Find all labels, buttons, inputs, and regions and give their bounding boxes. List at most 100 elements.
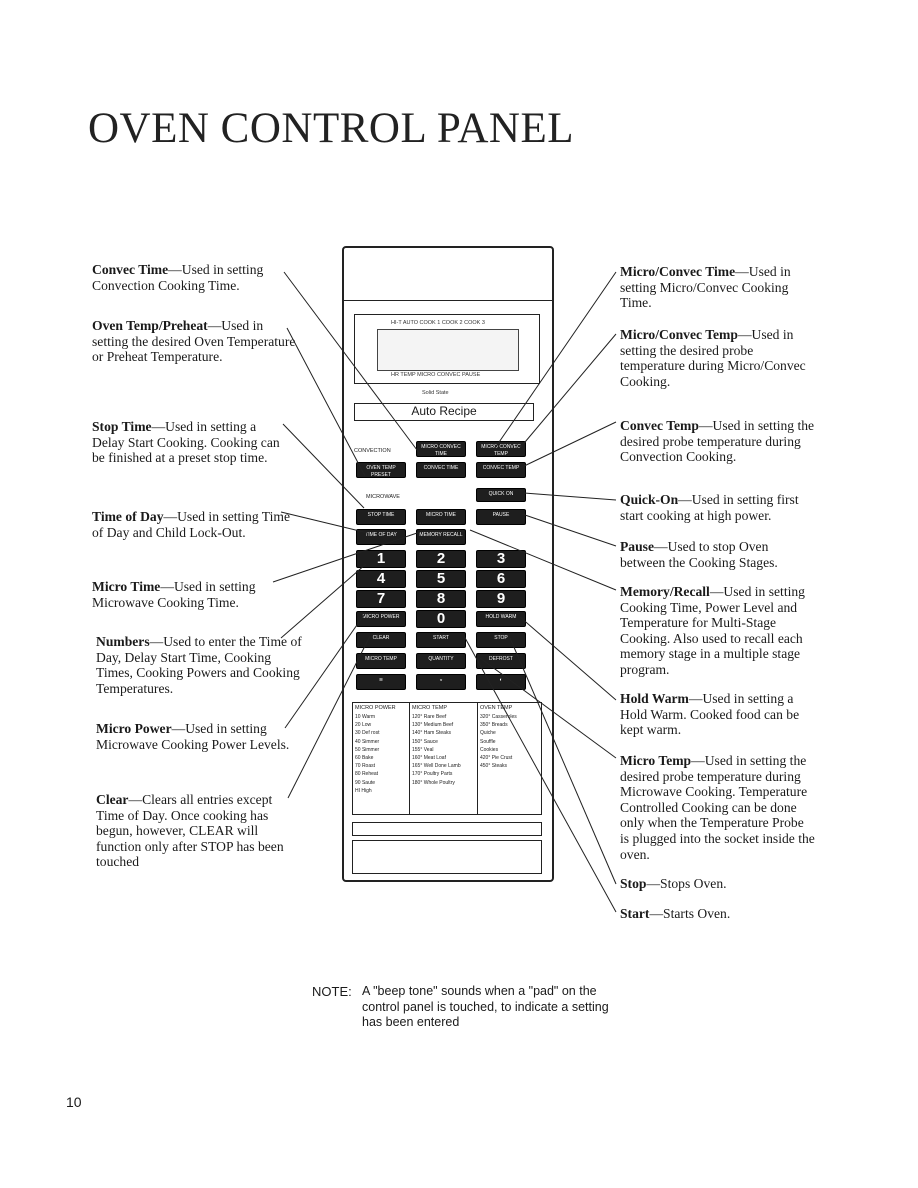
callout-term: Pause: [620, 539, 654, 554]
chart-row: 140° Ham Steaks: [412, 730, 451, 737]
number-key-9[interactable]: 9: [476, 590, 526, 608]
callout-convec-time: Convec Time—Used in setting Convection C…: [92, 262, 302, 293]
number-key-2[interactable]: 2: [416, 550, 466, 568]
leader-stop: [509, 637, 617, 885]
start-key[interactable]: START: [416, 632, 466, 648]
leader-time-of-day: [280, 511, 369, 534]
chart-row: 50 Simmer: [355, 746, 380, 753]
chart-row: 165° Well Done Lamb: [412, 763, 461, 770]
temp-column: MICRO TEMP 120° Rare Beef 130° Medium Bee…: [409, 703, 478, 814]
defrost-key[interactable]: DEFROST: [476, 653, 526, 669]
chart-row: 350° Breads: [480, 722, 508, 729]
callout-desc: —Used in setting a Hold Warm. Cooked foo…: [620, 691, 800, 738]
chart-row: 20 Low: [355, 722, 372, 729]
callout-desc: —Used in setting Microwave Cooking Time.: [92, 579, 256, 610]
callout-desc: —Used in setting Micro/Convec Cooking Ti…: [620, 264, 791, 311]
callout-oven-temp-preheat: Oven Temp/Preheat—Used in setting the de…: [92, 318, 302, 365]
callout-desc: —Used in setting a Delay Start Cooking. …: [92, 419, 280, 466]
panel-bottom-plate: [352, 840, 542, 874]
note-label: NOTE:: [312, 984, 352, 999]
leader-micro-convec-time: [494, 271, 617, 449]
micro-time-key[interactable]: MICRO TIME: [416, 509, 466, 525]
steam-icon: ≋: [378, 677, 384, 683]
chart-row: 155° Veal: [412, 746, 434, 753]
callout-desc: —Used in setting the desired probe tempe…: [620, 418, 815, 465]
callout-desc: —Used in setting the desired probe tempe…: [620, 753, 815, 862]
chart-row: 130° Medium Beef: [412, 722, 454, 729]
callout-stop: Stop—Stops Oven.: [620, 876, 830, 892]
number-key-6[interactable]: 6: [476, 570, 526, 588]
hold-warm-key[interactable]: HOLD WARM: [476, 611, 526, 627]
leader-quick-on: [523, 492, 617, 501]
stop-key[interactable]: STOP: [476, 632, 526, 648]
solid-state-label: Solid State: [422, 390, 449, 396]
number-key-5[interactable]: 5: [416, 570, 466, 588]
number-key-0[interactable]: 0: [416, 610, 466, 628]
auto-cook-key[interactable]: ◒: [416, 674, 466, 690]
oven-control-panel: HI-T AUTO COOK 1 COOK 2 COOK 3 HR TEMP M…: [342, 246, 554, 882]
number-key-7[interactable]: 7: [356, 590, 406, 608]
chart-row: 80 Reheat: [355, 771, 379, 778]
micro-power-key[interactable]: MICRO POWER: [356, 611, 406, 627]
callout-desc: —Used in setting the desired probe tempe…: [620, 327, 806, 389]
leader-convec-temp: [519, 421, 617, 469]
memory-recall-key[interactable]: MEMORY RECALL: [416, 529, 466, 545]
leader-micro-convec-temp: [519, 333, 617, 449]
leader-micro-temp: [479, 657, 617, 759]
callout-desc: —Stops Oven.: [646, 876, 727, 891]
chart-row: 70 Roast: [355, 763, 376, 770]
chart-row: 120° Rare Beef: [412, 714, 447, 720]
callout-term: Quick-On: [620, 492, 679, 507]
oven-temp-preheat-key[interactable]: OVEN TEMP PRESET: [356, 462, 406, 478]
micro-convec-temp-key[interactable]: MICRO CONVEC TEMP: [476, 441, 526, 457]
chart-row: 90 Saute: [355, 779, 376, 786]
callout-term: Hold Warm: [620, 691, 689, 706]
number-key-3[interactable]: 3: [476, 550, 526, 568]
callout-micro-convec-time: Micro/Convec Time—Used in setting Micro/…: [620, 264, 816, 311]
pause-key[interactable]: PAUSE: [476, 509, 526, 525]
chart-row: 450° Steaks: [480, 763, 508, 770]
callout-micro-temp: Micro Temp—Used in setting the desired p…: [620, 753, 816, 862]
chart-row: 150° Sauce: [412, 738, 438, 745]
clear-key[interactable]: CLEAR: [356, 632, 406, 648]
callout-convec-temp: Convec Temp—Used in setting the desired …: [620, 418, 816, 465]
quick-on-key[interactable]: QUICK ON: [476, 488, 526, 502]
reheat-key[interactable]: ◐: [476, 674, 526, 690]
display-screen: [377, 329, 519, 371]
chart-row: Quiche: [480, 730, 496, 737]
callout-micro-time: Micro Time—Used in setting Microwave Coo…: [92, 579, 302, 610]
display-top-labels: HI-T AUTO COOK 1 COOK 2 COOK 3: [391, 320, 485, 326]
chart-row: Cookies: [480, 746, 499, 753]
display-bottom-labels: HR TEMP MICRO CONVEC PAUSE: [391, 372, 481, 378]
callout-numbers: Numbers—Used to enter the Time of Day, D…: [96, 634, 306, 696]
convec-time-key[interactable]: CONVEC TIME: [416, 462, 466, 478]
temp-header: MICRO TEMP: [412, 705, 448, 711]
callout-term: Micro/Convec Temp: [620, 327, 738, 342]
number-key-8[interactable]: 8: [416, 590, 466, 608]
callout-hold-warm: Hold Warm—Used in setting a Hold Warm. C…: [620, 691, 816, 738]
micro-temp-key[interactable]: MICRO TEMP: [356, 653, 406, 669]
chart-row: 40 Simmer: [355, 738, 380, 745]
auto-recipe-button[interactable]: Auto Recipe: [354, 403, 534, 421]
leader-micro-power: [284, 611, 367, 729]
leader-oven-temp: [286, 327, 366, 477]
weight-defrost-key[interactable]: ≋: [356, 674, 406, 690]
number-key-4[interactable]: 4: [356, 570, 406, 588]
panel-trim-bar: [352, 822, 542, 836]
number-key-1[interactable]: 1: [356, 550, 406, 568]
chart-row: 60 Bake: [355, 755, 374, 762]
convec-temp-key[interactable]: CONVEC TEMP: [476, 462, 526, 478]
quantity-key[interactable]: QUANTITY: [416, 653, 466, 669]
callout-term: Convec Temp: [620, 418, 699, 433]
callout-micro-power: Micro Power—Used in setting Microwave Co…: [96, 721, 306, 752]
pot-icon: ◒: [439, 677, 443, 683]
stop-time-key[interactable]: STOP TIME: [356, 509, 406, 525]
chart-row: 320° Casseroles: [480, 714, 517, 720]
note-text: A "beep tone" sounds when a "pad" on the…: [362, 984, 609, 1029]
leader-convec-time: [283, 271, 421, 455]
callout-stop-time: Stop Time—Used in setting a Delay Start …: [92, 419, 288, 466]
